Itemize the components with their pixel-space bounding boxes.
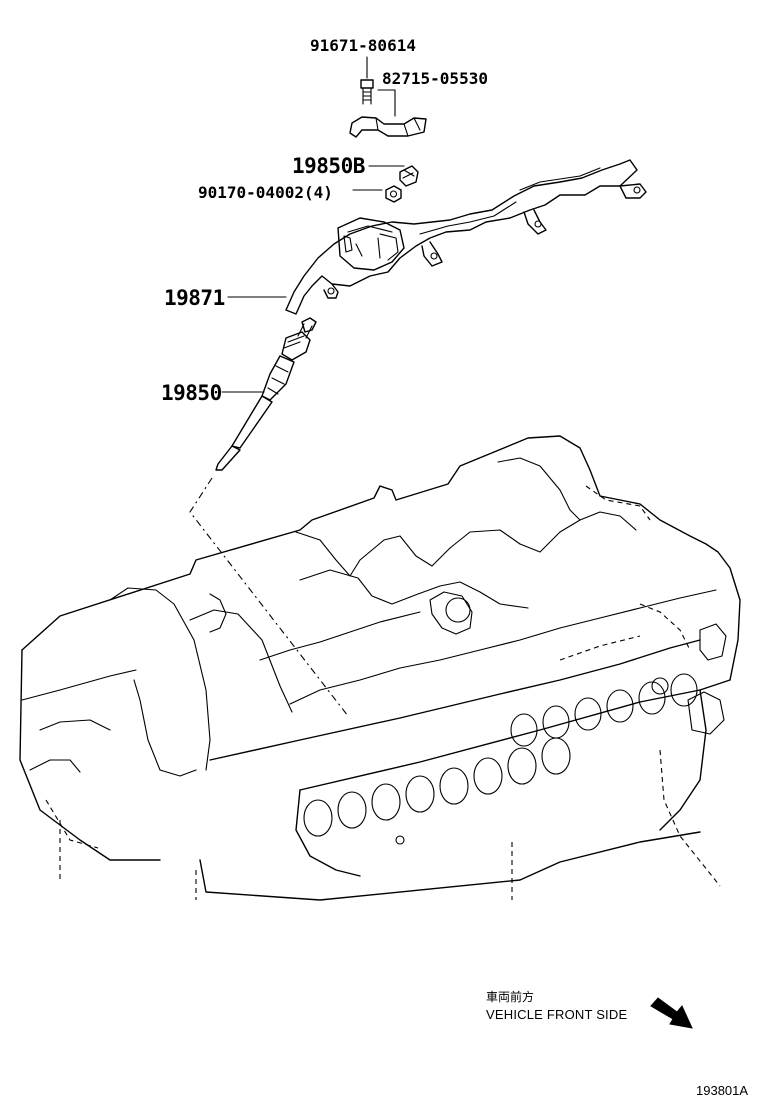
part-number-label: 19871	[164, 286, 225, 310]
bracket-82715	[349, 116, 427, 138]
nut-90170	[385, 185, 402, 203]
part-number-label: 90170-04002(4)	[198, 183, 333, 202]
glow-plug-19850	[215, 317, 317, 471]
leader-lines	[221, 56, 405, 393]
part-number-label: 82715-05530	[382, 69, 488, 88]
arrow-down-right-icon	[650, 997, 693, 1029]
vehicle-front-label-cn: 車両前方	[486, 990, 535, 1004]
intake-ports-upper	[510, 673, 698, 747]
bolt-91671	[360, 79, 374, 105]
intake-ports-lower	[303, 737, 571, 837]
terminal-19850b	[399, 165, 419, 187]
installation-guide-line	[189, 477, 349, 717]
glow-plug-connector-19871	[285, 159, 647, 315]
part-number-label: 19850	[161, 381, 222, 405]
part-number-label: 91671-80614	[310, 36, 416, 55]
illustration-reference-number: 193801A	[696, 1083, 749, 1098]
vehicle-front-label-en: VEHICLE FRONT SIDE	[486, 1007, 628, 1022]
part-number-label: 19850B	[292, 154, 365, 178]
engine-cylinder-head	[19, 435, 741, 901]
